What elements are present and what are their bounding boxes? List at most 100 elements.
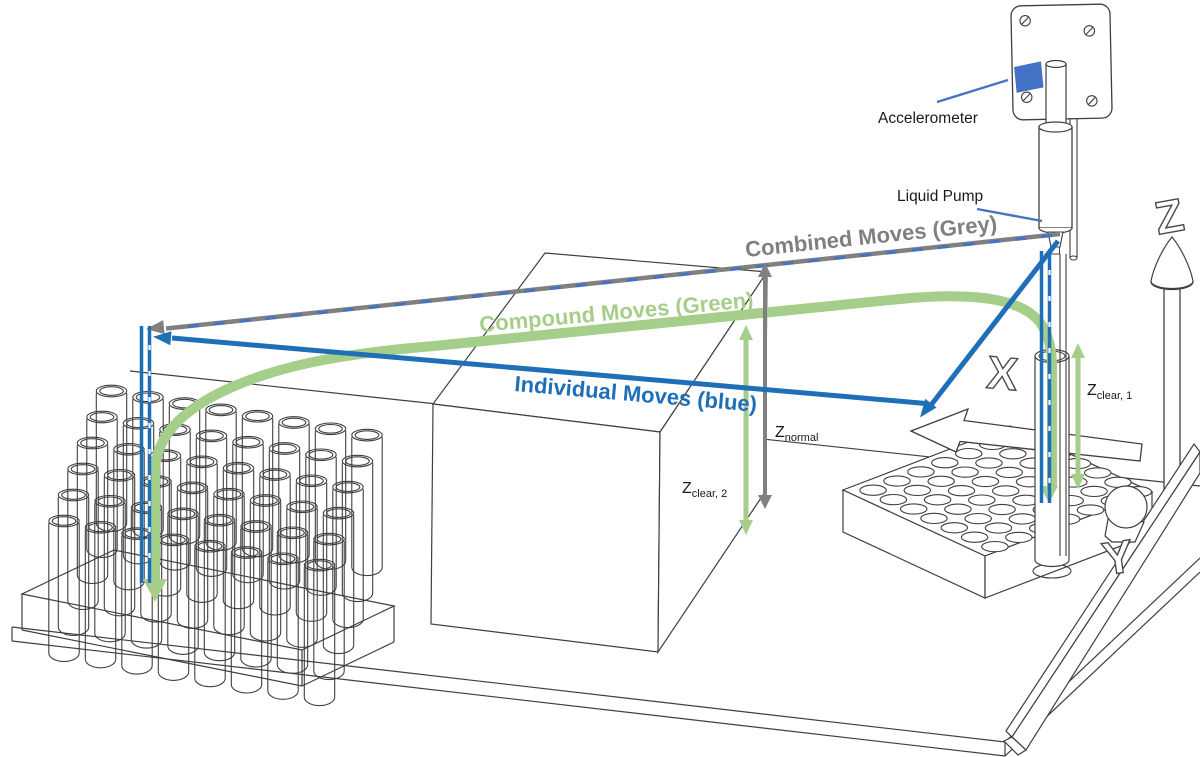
pump-piston bbox=[1045, 63, 1067, 129]
dimension-labels: Znormal Zclear, 2 Zclear, 1 bbox=[682, 382, 1132, 500]
accelerometer-label: Accelerometer bbox=[878, 110, 978, 127]
well bbox=[859, 484, 887, 496]
individual-moves-path bbox=[139, 239, 1060, 583]
test-tube bbox=[268, 442, 301, 590]
mounting-screws bbox=[1019, 14, 1098, 107]
test-tube bbox=[186, 455, 218, 603]
test-tube bbox=[167, 507, 199, 655]
test-tube bbox=[351, 428, 383, 577]
well bbox=[883, 475, 911, 487]
test-tube bbox=[249, 494, 282, 642]
combined-arrowhead bbox=[146, 320, 165, 335]
well bbox=[927, 475, 955, 487]
well bbox=[940, 522, 969, 534]
rod-cap bbox=[1069, 255, 1078, 261]
knob-ball bbox=[1104, 485, 1148, 529]
test-tube bbox=[286, 500, 318, 648]
well bbox=[968, 494, 996, 506]
well bbox=[1005, 531, 1033, 544]
well bbox=[947, 485, 976, 497]
test-tube bbox=[303, 558, 336, 707]
obstacle-box-front-face bbox=[430, 403, 661, 653]
well bbox=[1076, 504, 1105, 516]
well bbox=[1080, 485, 1108, 498]
liquid-pump-assembly bbox=[1010, 3, 1113, 556]
test-tube bbox=[94, 494, 126, 643]
test-tube bbox=[205, 403, 237, 551]
test-tube bbox=[259, 468, 291, 616]
z-axis-shaft-fill bbox=[1164, 289, 1180, 499]
pump-piston-cap bbox=[1045, 59, 1067, 69]
combined-blue-dash-overlay bbox=[174, 234, 1053, 330]
test-tube bbox=[113, 442, 145, 591]
test-tube bbox=[278, 416, 310, 564]
test-tube bbox=[332, 480, 364, 629]
well bbox=[975, 457, 1003, 469]
test-tube bbox=[203, 513, 236, 662]
well bbox=[907, 466, 935, 478]
z-normal-arrow-down bbox=[758, 495, 772, 509]
well bbox=[951, 466, 979, 478]
test-tube bbox=[213, 487, 245, 636]
test-tube bbox=[322, 506, 355, 655]
well bbox=[971, 475, 1000, 488]
well bbox=[931, 457, 959, 469]
well bbox=[995, 466, 1024, 479]
x-axis-arrow bbox=[909, 407, 1143, 462]
pump-body bbox=[1038, 126, 1073, 229]
well bbox=[988, 503, 1016, 516]
axis-z bbox=[1163, 289, 1181, 499]
test-tube bbox=[341, 454, 374, 603]
callouts: Accelerometer Liquid Pump bbox=[878, 78, 1043, 223]
well bbox=[923, 494, 952, 506]
z-clear-1-arrow-up bbox=[1071, 343, 1085, 358]
test-tube bbox=[121, 527, 153, 675]
tube-rack bbox=[20, 384, 396, 707]
z-normal-arrow-up bbox=[758, 263, 772, 277]
well bbox=[1008, 513, 1037, 525]
test-tube bbox=[276, 526, 309, 674]
well bbox=[954, 447, 983, 460]
z-clear-2-arrow-down bbox=[739, 520, 753, 535]
test-tube bbox=[84, 520, 117, 669]
well bbox=[899, 503, 928, 515]
z-axis-arrow: Z bbox=[1150, 187, 1194, 291]
z-clear-2-label: Zclear, 2 bbox=[682, 480, 727, 500]
test-tube bbox=[267, 552, 299, 700]
individual-arrowhead-rack bbox=[153, 331, 172, 346]
well bbox=[879, 493, 908, 506]
combined-moves-path bbox=[146, 231, 1061, 509]
individual-move-diagonal bbox=[926, 239, 1060, 411]
test-tube bbox=[241, 409, 274, 558]
z-axis-shaft bbox=[1163, 289, 1181, 499]
well bbox=[960, 531, 989, 543]
test-tube bbox=[240, 520, 272, 668]
z-axis-letter: Z bbox=[1151, 188, 1188, 244]
obstacle-box bbox=[430, 252, 769, 655]
pump-body-top bbox=[1038, 121, 1073, 133]
z-normal-label: Znormal bbox=[775, 424, 818, 444]
test-tube bbox=[314, 422, 347, 570]
well bbox=[991, 485, 1020, 497]
compound-arrowhead-rack bbox=[143, 579, 167, 602]
liquid-pump-leader-line bbox=[976, 207, 1043, 223]
test-tube bbox=[95, 384, 128, 533]
z-clear-2-arrow-up bbox=[739, 325, 753, 340]
y-axis-rail bbox=[1002, 442, 1200, 756]
test-tube bbox=[295, 474, 328, 622]
individual-move-horizontal bbox=[171, 335, 927, 406]
test-tube bbox=[176, 481, 209, 629]
well bbox=[964, 512, 992, 525]
accelerometer-sensor bbox=[1014, 61, 1044, 93]
test-tube bbox=[313, 532, 345, 681]
compound-move-curve bbox=[150, 291, 1057, 580]
test-tube bbox=[86, 410, 118, 559]
test-tube bbox=[48, 514, 80, 663]
well bbox=[981, 540, 1009, 553]
accelerometer-leader-line bbox=[936, 78, 1009, 104]
tube-rack-tubes bbox=[48, 384, 383, 707]
test-tube bbox=[305, 448, 337, 596]
test-tube bbox=[230, 546, 263, 694]
